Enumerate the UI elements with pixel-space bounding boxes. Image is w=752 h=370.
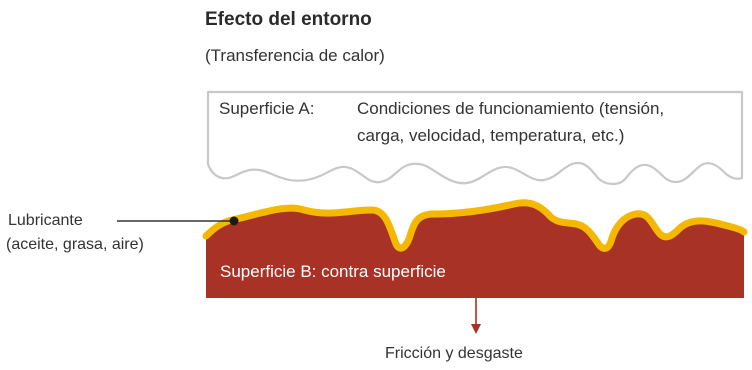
- surface-b-label: Superficie B: contra superficie: [220, 262, 446, 281]
- lubricant-label: Lubricante: [8, 212, 83, 229]
- surface-a-conditions-line2: carga, velocidad, temperatura, etc.): [357, 126, 625, 145]
- surface-a-shape: [206, 90, 744, 186]
- friction-wear-label: Fricción y desgaste: [385, 345, 523, 362]
- diagram-subtitle: (Transferencia de calor): [205, 46, 385, 65]
- surface-a-conditions-line1: Condiciones de funcionamiento (tensión,: [357, 99, 665, 118]
- lubricant-pointer-dot: [229, 216, 239, 226]
- surface-b-shape: [206, 202, 744, 298]
- lubricant-layer: [202, 199, 748, 252]
- diagram-title: Efecto del entorno: [205, 9, 372, 30]
- surface-a-label: Superficie A:: [219, 99, 315, 118]
- lubricant-examples: (aceite, grasa, aire): [6, 236, 144, 253]
- friction-arrow-head: [471, 324, 481, 334]
